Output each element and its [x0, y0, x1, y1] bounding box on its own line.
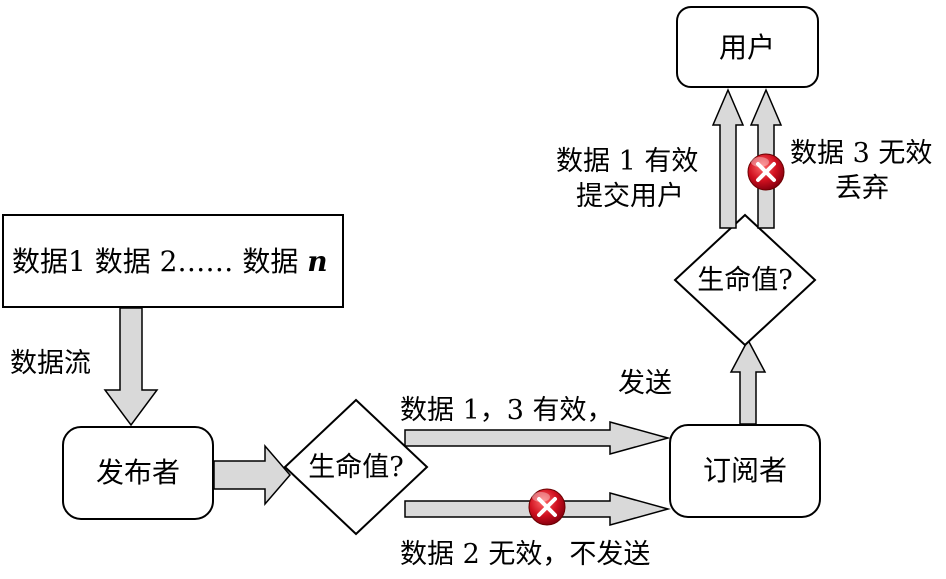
- subscriber-label: 订阅者: [703, 454, 787, 487]
- valid-submit-label-2: 提交用户: [576, 181, 684, 212]
- invalid-discard-label-2: 丢弃: [835, 173, 889, 204]
- x-circle-icon: [747, 153, 785, 191]
- data-stream-box-label: 数据1 数据 2…… 数据: [12, 245, 307, 278]
- subscriber-decision-diamond: 生命值?: [673, 213, 817, 347]
- publisher-label: 发布者: [96, 456, 180, 489]
- valid-send-label: 数据 1，3 有效，: [400, 395, 614, 426]
- user-node: 用户: [676, 6, 819, 88]
- x-circle-icon: [528, 488, 566, 526]
- subscriber-to-decision-arrow: [729, 338, 767, 425]
- data-stream-box-variable: n: [307, 245, 327, 278]
- data-stream-label: 数据流: [10, 348, 91, 379]
- invalid-not-send-label: 数据 2 无效，不发送: [400, 539, 650, 570]
- valid-send-label-2: 发送: [618, 368, 672, 399]
- data-stream-arrow: [103, 307, 159, 427]
- publisher-to-decision-arrow: [213, 443, 291, 507]
- user-label: 用户: [719, 31, 775, 64]
- publisher-node: 发布者: [62, 426, 214, 520]
- svg-text:数据1 数据 2…… 数据 n: 数据1 数据 2…… 数据 n: [12, 245, 328, 278]
- valid-submit-arrow: [711, 88, 745, 229]
- publisher-decision-label: 生命值?: [308, 452, 403, 483]
- invalid-discard-label: 数据 3 无效: [790, 138, 932, 169]
- publisher-decision-diamond: 生命值?: [283, 398, 429, 536]
- subscriber-node: 订阅者: [669, 424, 821, 518]
- valid-submit-label: 数据 1 有效: [556, 146, 698, 177]
- subscriber-decision-label: 生命值?: [697, 265, 792, 296]
- data-stream-box: 数据1 数据 2…… 数据 n: [2, 214, 344, 308]
- valid-send-arrow: [404, 421, 671, 455]
